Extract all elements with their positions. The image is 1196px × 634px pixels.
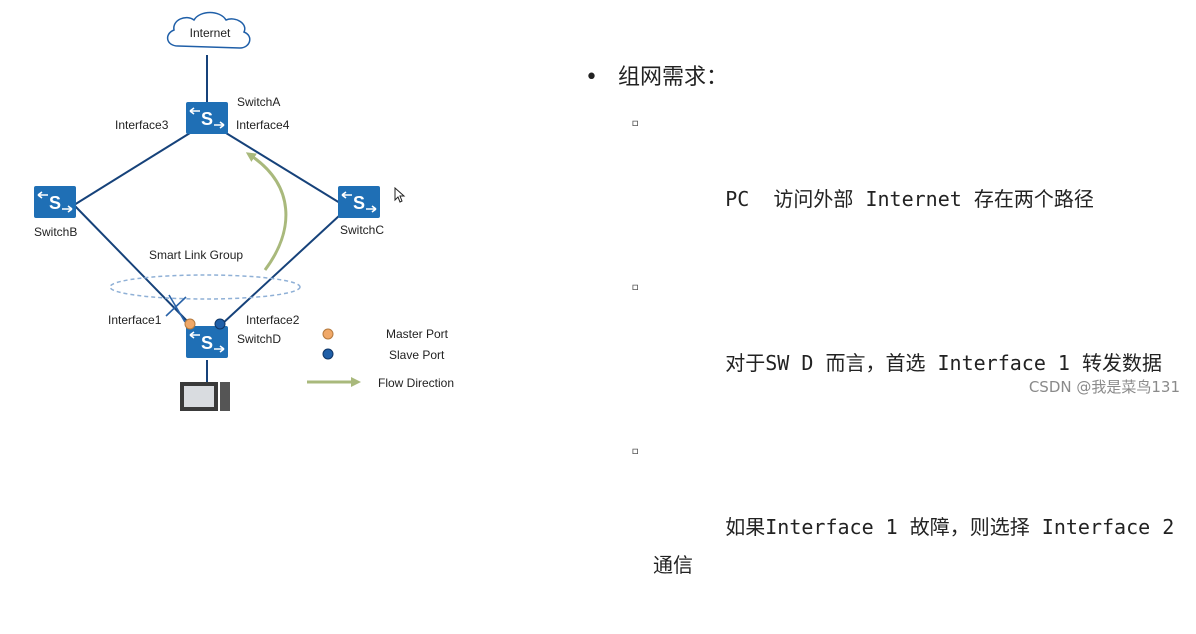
legend-slave-port-label: Slave Port — [389, 348, 445, 362]
interface1-label: Interface1 — [108, 313, 162, 327]
legend-master-port-icon — [322, 328, 334, 340]
switch-icon[interactable] — [337, 185, 381, 219]
legend-master-port-label: Master Port — [386, 327, 449, 341]
master-port-dot — [184, 318, 196, 330]
square-bullet-icon: ▫ — [631, 443, 640, 459]
requirement-item: ▫ PC 访问外部 Internet 存在两个路径 — [580, 104, 1180, 256]
switchb-label: SwitchB — [34, 225, 77, 239]
smart-link-group-label: Smart Link Group — [149, 248, 243, 262]
requirement-item: ▫ 对于SW D 而言，首选 Interface 1 转发数据 — [580, 268, 1180, 420]
cloud-icon: Internet — [166, 11, 251, 49]
link-switcha-switchb — [73, 132, 191, 206]
link-switchc-switchd — [221, 214, 341, 325]
flow-direction-arrow — [245, 152, 288, 271]
square-bullet-icon: ▫ — [631, 279, 640, 295]
network-diagram: S Internet SwitchA Interface3 Interface4 — [33, 11, 454, 411]
switch-icon[interactable] — [185, 325, 229, 359]
switch-icon[interactable] — [185, 101, 229, 135]
pc-icon — [180, 382, 230, 411]
requirement-text: PC 访问外部 Internet 存在两个路径 — [725, 187, 1094, 211]
interface3-label: Interface3 — [115, 118, 169, 132]
legend-slave-port-icon — [322, 348, 334, 360]
switchc-label: SwitchC — [340, 223, 384, 237]
bullet-dot-icon: • — [585, 65, 598, 90]
requirement-text: 对于SW D 而言，首选 Interface 1 转发数据 — [725, 351, 1162, 375]
requirements-title: • 组网需求： — [580, 58, 1180, 98]
requirement-item: ▫ 如果Interface 1 故障，则选择 Interface 2 通信 — [580, 432, 1180, 622]
internet-label: Internet — [190, 26, 231, 40]
watermark: CSDN @我是菜鸟131 — [1028, 378, 1180, 396]
switcha-label: SwitchA — [237, 95, 280, 109]
requirements-list: ▫ PC 访问外部 Internet 存在两个路径 ▫ 对于SW D 而言，首选… — [580, 104, 1180, 622]
legend: Master Port Slave Port Flow Direction — [307, 327, 454, 390]
interface2-label: Interface2 — [246, 313, 300, 327]
requirements-title-text: 组网需求： — [618, 65, 729, 90]
switchd-label: SwitchD — [237, 332, 281, 346]
requirement-text: 如果Interface 1 故障，则选择 Interface 2 通信 — [653, 515, 1187, 577]
link-switcha-switchc — [225, 132, 341, 204]
slave-port-dot — [214, 318, 226, 330]
link-switchb-switchd — [73, 204, 191, 325]
link-failure-mark — [165, 294, 187, 323]
square-bullet-icon: ▫ — [631, 115, 640, 131]
smart-link-group-ellipse — [109, 274, 301, 300]
requirements-panel: • 组网需求： ▫ PC 访问外部 Internet 存在两个路径 ▫ 对于SW… — [580, 58, 1180, 634]
cursor-icon — [394, 187, 406, 203]
switch-icon[interactable] — [33, 185, 77, 219]
legend-flow-direction-label: Flow Direction — [378, 376, 454, 390]
interface4-label: Interface4 — [236, 118, 290, 132]
